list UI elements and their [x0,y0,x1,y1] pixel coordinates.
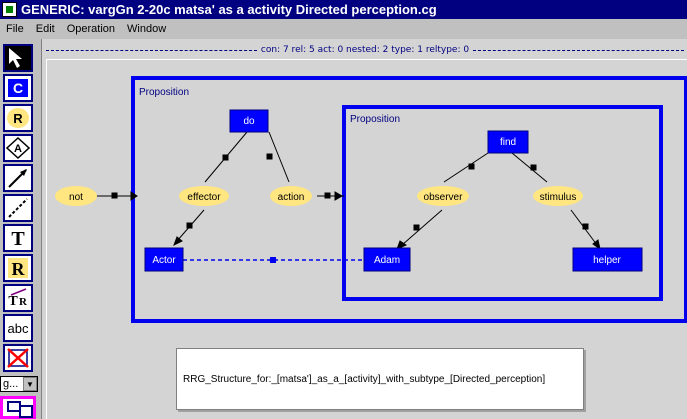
svg-text:Actor: Actor [152,255,176,266]
canvas-area [46,59,687,419]
svg-text:R: R [12,259,26,279]
graph-arcs [96,131,601,251]
svg-text:abc: abc [8,321,29,336]
menu-window[interactable]: Window [127,22,167,35]
svg-text:stimulus: stimulus [540,192,577,203]
relation-type-tool[interactable]: R [3,254,33,282]
menu-file[interactable]: File [6,22,24,35]
graph-statistics: con: 7 rel: 5 act: 0 nested: 2 type: 1 r… [42,44,687,56]
text-tool[interactable]: T [3,224,33,252]
type-select[interactable]: g... ▼ [0,376,38,392]
concept-find[interactable]: find [487,130,529,154]
inner-context-label: Proposition [350,114,400,125]
tool-palette: C R A T R T [0,40,39,419]
concept-do[interactable]: do [229,109,269,133]
svg-text:T: T [11,228,25,249]
actor-tool[interactable]: A [3,134,33,162]
menu-operation[interactable]: Operation [66,22,116,35]
arrow-tool[interactable] [3,164,33,192]
svg-text:observer: observer [424,192,464,203]
concept-actor[interactable]: Actor [144,247,184,272]
arrow-icon [8,169,27,188]
svg-text:C: C [13,80,23,96]
actor-diamond-icon: A [6,137,30,159]
context-tool[interactable] [0,396,36,419]
menu-edit[interactable]: Edit [35,22,55,35]
svg-text:T: T [8,294,18,309]
abc-text-icon: abc [8,321,29,336]
select-arrow-tool[interactable] [3,44,33,72]
svg-text:not: not [69,192,83,203]
concept-box-icon: C [8,79,28,97]
comment-box[interactable]: RRG_Structure_for:_[matsa']_as_a_[activi… [176,348,584,410]
chevron-down-icon: ▼ [23,377,37,391]
concept-tool[interactable]: C [3,74,33,102]
svg-text:R: R [13,111,23,126]
svg-text:do: do [243,116,255,127]
concept-helper[interactable]: helper [572,247,643,272]
menu-bar: File Edit Operation Window [0,19,687,38]
inner-context-box[interactable] [342,105,663,301]
arrow-cursor-icon [9,48,22,68]
type-relation-icon: T R [8,288,28,309]
relation-oval-icon: R [7,108,29,128]
svg-text:action: action [278,192,305,203]
outer-context-label: Proposition [139,87,189,98]
delete-tool[interactable] [3,344,33,372]
window-title: GENERIC: vargGn 2-20c matsa' as a activi… [21,2,437,17]
abc-tool[interactable]: abc [3,314,33,342]
title-bar: GENERIC: vargGn 2-20c matsa' as a activi… [0,0,687,19]
svg-text:helper: helper [593,255,621,266]
delete-x-icon [7,348,29,368]
outer-context-box[interactable] [131,76,687,323]
conceptual-graph: Proposition Proposition not effector [55,76,687,323]
relation-not[interactable]: not [55,186,97,206]
coreference-handle[interactable] [270,257,276,263]
svg-text:R: R [19,296,28,308]
svg-text:Adam: Adam [374,255,400,266]
relation-stimulus[interactable]: stimulus [533,186,583,206]
dashed-line-icon [8,198,28,218]
coref-tool[interactable] [3,194,33,222]
relation-observer[interactable]: observer [417,186,469,206]
svg-text:effector: effector [187,192,221,203]
app-icon [2,2,17,17]
relation-type-icon: R [8,258,28,279]
text-t-icon: T [11,228,25,249]
relation-action[interactable]: action [270,186,312,206]
relation-effector[interactable]: effector [179,186,229,206]
relation-tool[interactable]: R [3,104,33,132]
svg-text:find: find [500,137,516,148]
concept-adam[interactable]: Adam [363,247,411,272]
comment-text: RRG_Structure_for:_[matsa']_as_a_[activi… [183,373,546,385]
svg-text:A: A [14,143,22,155]
type-relation-tool[interactable]: T R [3,284,33,312]
